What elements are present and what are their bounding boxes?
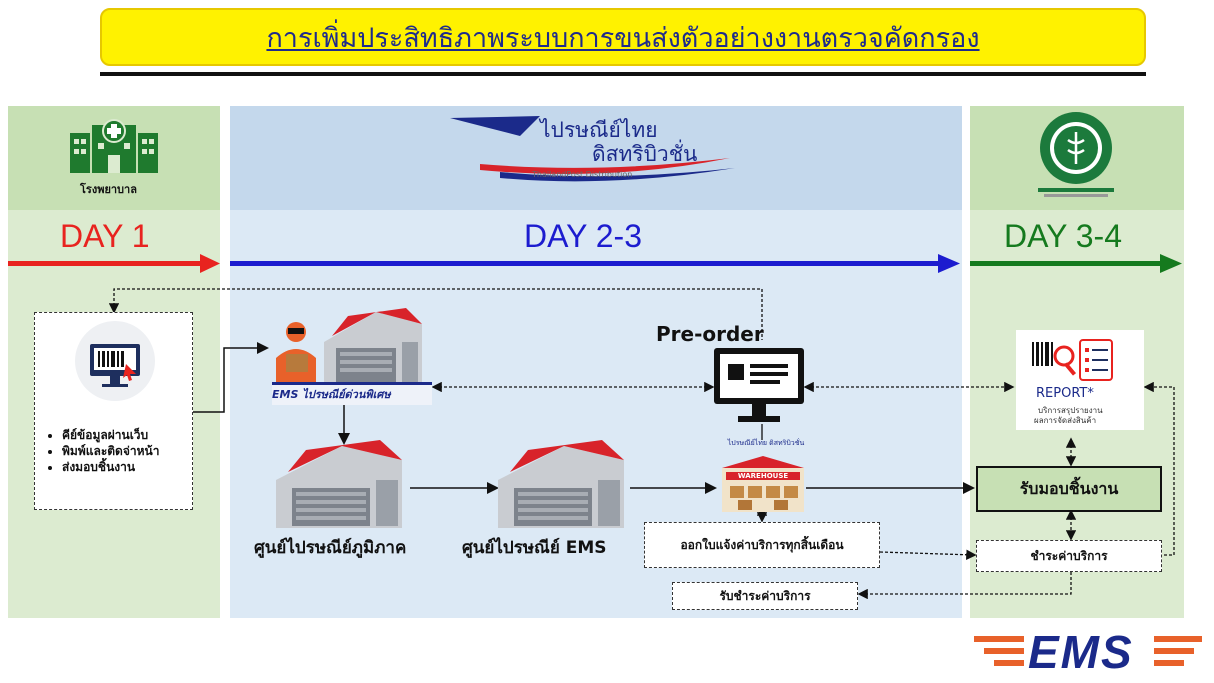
hospital-task: พิมพ์และติดจ่าหน้า [62, 444, 202, 459]
day23-label: DAY 2-3 [524, 218, 642, 254]
post-logo-line2: ดิสทริบิวชั่น [592, 142, 698, 166]
ems-van-label: EMS ไปรษณีย์ด่วนพิเศษ [272, 382, 432, 405]
warehouse-sign: WAREHOUSE [737, 472, 789, 480]
receive-label: รับมอบชิ้นงาน [1019, 478, 1119, 498]
receive-box: รับมอบชิ้นงาน [976, 466, 1162, 512]
warehouse-logo: ไปรษณีย์ไทย ดิสทริบิวชั่น [727, 439, 805, 447]
regional-center-label: ศูนย์ไปรษณีย์ภูมิภาค [254, 538, 407, 558]
monitor-icon [714, 348, 804, 422]
pay-label: ชำระค่าบริการ [1030, 549, 1108, 563]
hospital-label: โรงพยาบาล [80, 183, 137, 196]
receive-payment-label: รับชำระค่าบริการ [719, 589, 811, 603]
title-underline [100, 72, 1146, 76]
report-title: REPORT* [1036, 386, 1094, 401]
ems-center-building [498, 440, 624, 528]
ems-logo-text: EMS [1028, 626, 1134, 678]
hospital-task-list: คีย์ข้อมูลผ่านเว็บ พิมพ์และติดจ่าหน้า ส่… [48, 428, 202, 476]
day1-label: DAY 1 [60, 218, 150, 254]
hospital-task: ส่งมอบชิ้นงาน [62, 460, 202, 475]
warehouse-icon [722, 456, 804, 512]
invoice-label: ออกใบแจ้งค่าบริการทุกสิ้นเดือน [680, 538, 844, 552]
page-title: การเพิ่มประสิทธิภาพระบบการขนส่งตัวอย่างง… [266, 22, 980, 54]
post-zone-header [230, 106, 962, 210]
ems-logo [974, 636, 1202, 666]
receive-payment-box: รับชำระค่าบริการ [672, 582, 858, 610]
ems-center-label: ศูนย์ไปรษณีย์ EMS [462, 538, 607, 558]
hospital-icon [70, 119, 158, 173]
invoice-box: ออกใบแจ้งค่าบริการทุกสิ้นเดือน [644, 522, 880, 568]
computer-barcode-icon [75, 321, 155, 401]
post-logo-sub: ThailandPost Distribution [532, 170, 633, 179]
report-icon [1032, 339, 1113, 381]
post-logo-swoosh [450, 116, 735, 182]
hospital-task: คีย์ข้อมูลผ่านเว็บ [62, 428, 202, 443]
day34-label: DAY 3-4 [1004, 218, 1122, 254]
post-logo-line1: ไปรษณีย์ไทย [540, 118, 658, 142]
preorder-label: Pre-order [656, 322, 764, 346]
regional-center-building [276, 440, 402, 528]
report-line1: บริการสรุปรายงาน [1038, 406, 1103, 415]
day-arrows [8, 254, 1182, 273]
moph-seal-icon [1038, 112, 1114, 197]
report-line2: ผลการจัดส่งสินค้า [1034, 416, 1097, 425]
title-banner: การเพิ่มประสิทธิภาพระบบการขนส่งตัวอย่างง… [100, 8, 1146, 66]
pay-box: ชำระค่าบริการ [976, 540, 1162, 572]
post-building-icon [324, 308, 422, 384]
